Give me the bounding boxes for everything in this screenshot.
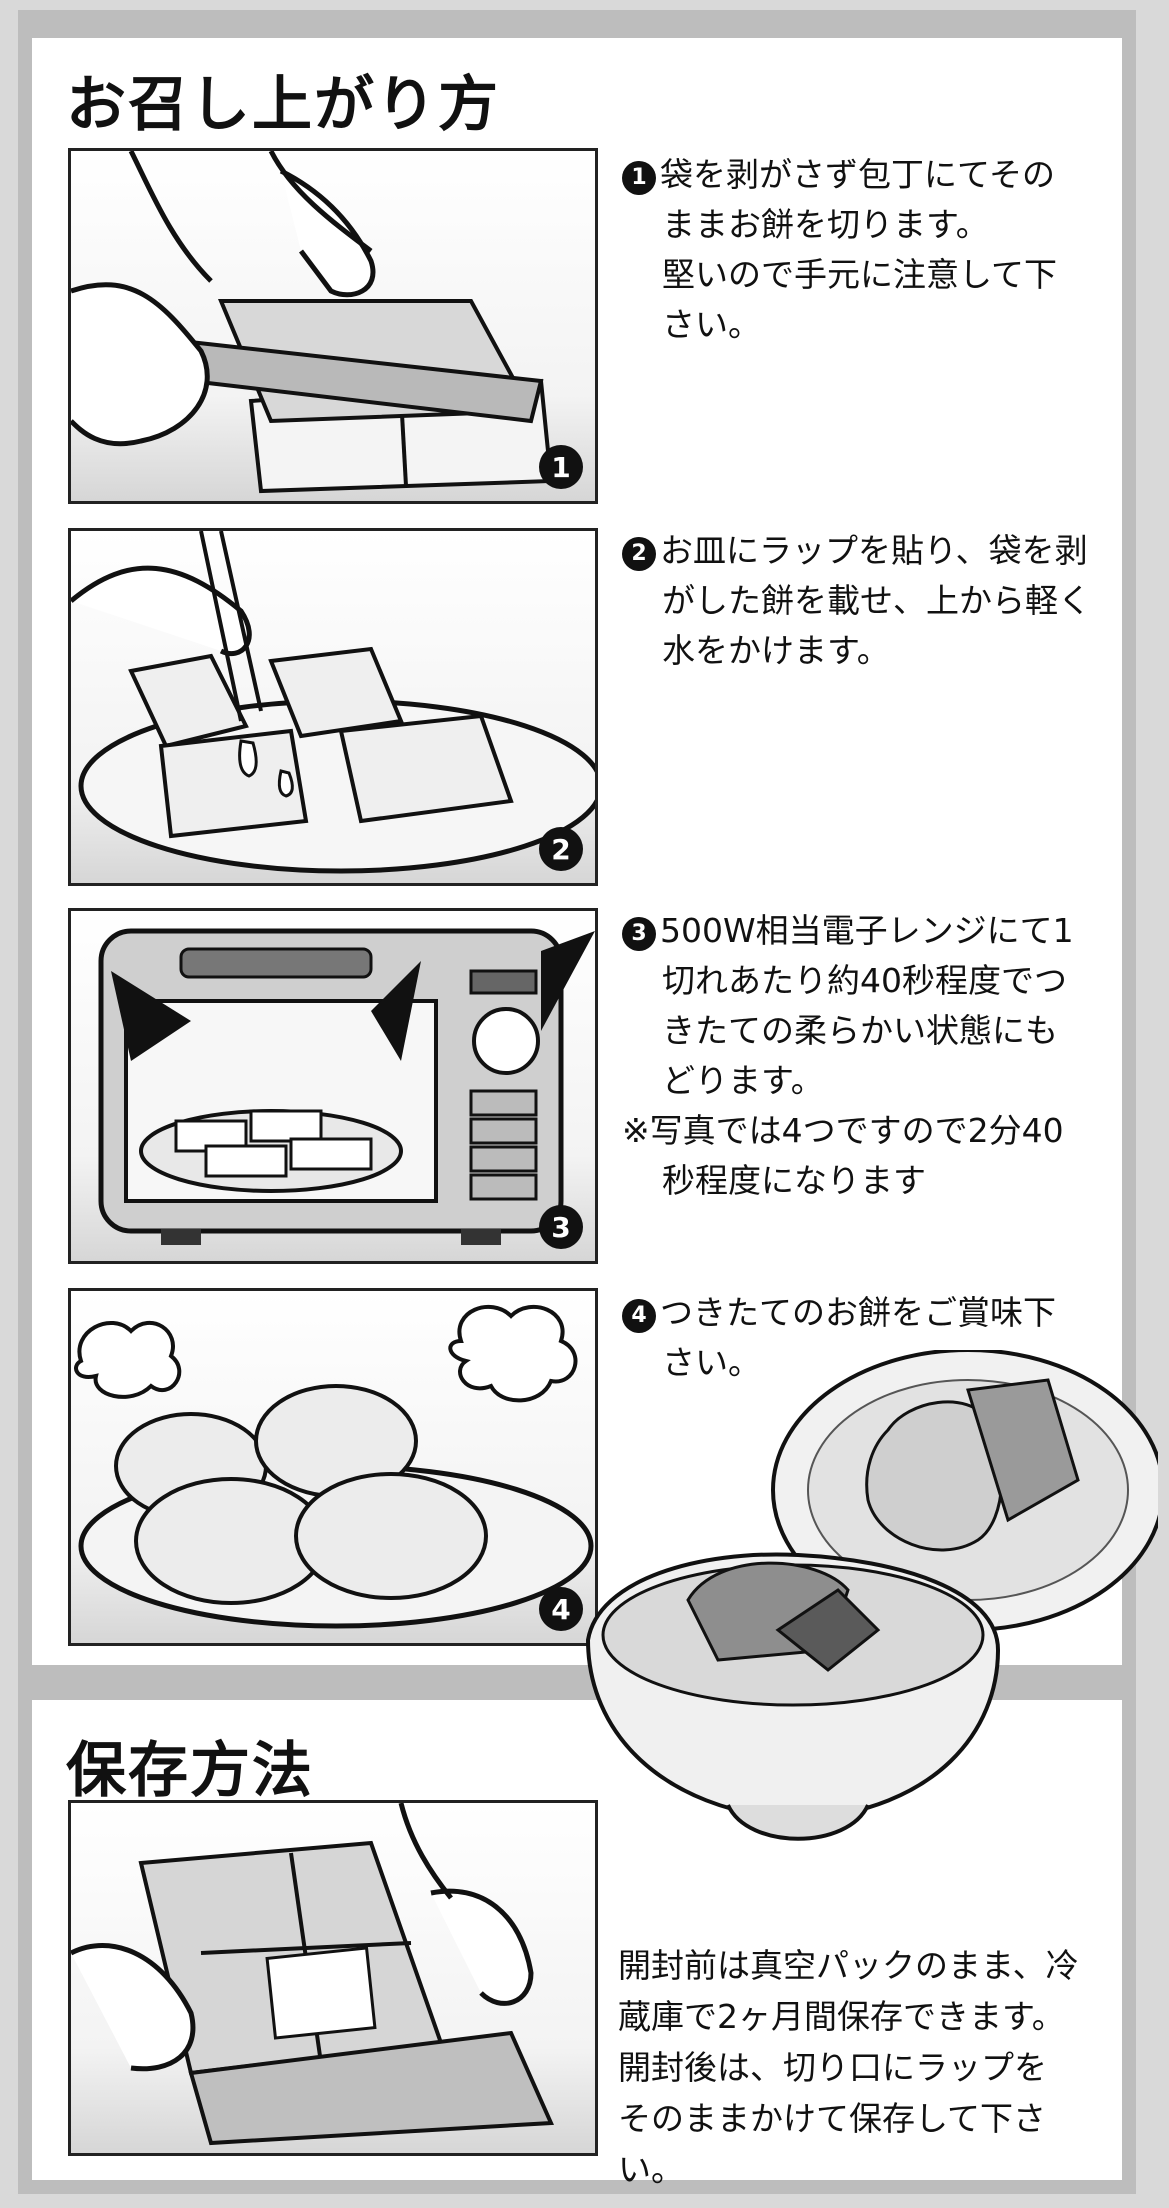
step-number-badge: 1	[539, 445, 583, 489]
mochi-on-plate-illustration	[71, 531, 595, 874]
storage-illustration	[68, 1800, 598, 2156]
storage-panel: 保存方法 開封前は真空パックのまま、冷 蔵庫で2ヶ月間保存できます。 開封後は、…	[32, 1700, 1122, 2189]
serving-title: お召し上がり方	[66, 70, 500, 140]
step1-number-icon: 1	[622, 161, 656, 195]
storage-line4: そのままかけて保存して下さ	[618, 2099, 1047, 2138]
cutting-mochi-illustration	[71, 151, 554, 494]
step3-note-line1: ※写真では4つですので2分40	[622, 1111, 1064, 1150]
storage-text: 開封前は真空パックのまま、冷 蔵庫で2ヶ月間保存できます。 開封後は、切り口にラ…	[618, 1940, 1079, 2195]
step4-line2: さい。	[662, 1343, 761, 1382]
step3-line4: どります。	[662, 1061, 824, 1100]
storage-line3: 開封後は、切り口にラップを	[618, 2048, 1047, 2087]
step2-line2: がした餅を載せ、上から軽く	[662, 581, 1091, 620]
step3-number-icon: 3	[622, 917, 656, 951]
step1-line3: 堅いので手元に注意して下	[662, 255, 1058, 294]
step3-line3: きたての柔らかい状態にも	[662, 1011, 1058, 1050]
step-number-badge: 4	[539, 1587, 583, 1631]
storage-line2: 蔵庫で2ヶ月間保存できます。	[618, 1997, 1065, 2036]
wrapping-mochi-illustration	[71, 1803, 555, 2146]
step-number-badge: 3	[539, 1205, 583, 1249]
step2-illustration: 2	[68, 528, 598, 886]
step3-illustration: 3	[68, 908, 598, 1264]
microwave-illustration	[98, 928, 595, 1245]
serving-suggestion-illustration	[585, 1350, 1158, 1841]
step4-illustration: 4	[68, 1288, 598, 1646]
storage-line1: 開封前は真空パックのまま、冷	[618, 1946, 1079, 1985]
steaming-mochi-illustration	[74, 1305, 594, 1629]
storage-line5: い。	[618, 2150, 684, 2189]
step1-illustration: 1	[68, 148, 598, 504]
step1-line2: ままお餅を切ります。	[662, 205, 989, 244]
step3-line2: 切れあたり約40秒程度でつ	[662, 961, 1067, 1000]
step2-number-icon: 2	[622, 537, 656, 571]
step-number-badge: 2	[539, 827, 583, 871]
step4-number-icon: 4	[622, 1299, 656, 1333]
step2-line3: 水をかけます。	[662, 631, 890, 670]
step3-note-line2: 秒程度になります	[662, 1161, 926, 1200]
storage-title: 保存方法	[66, 1736, 314, 1806]
step1-line4: さい。	[662, 305, 761, 344]
